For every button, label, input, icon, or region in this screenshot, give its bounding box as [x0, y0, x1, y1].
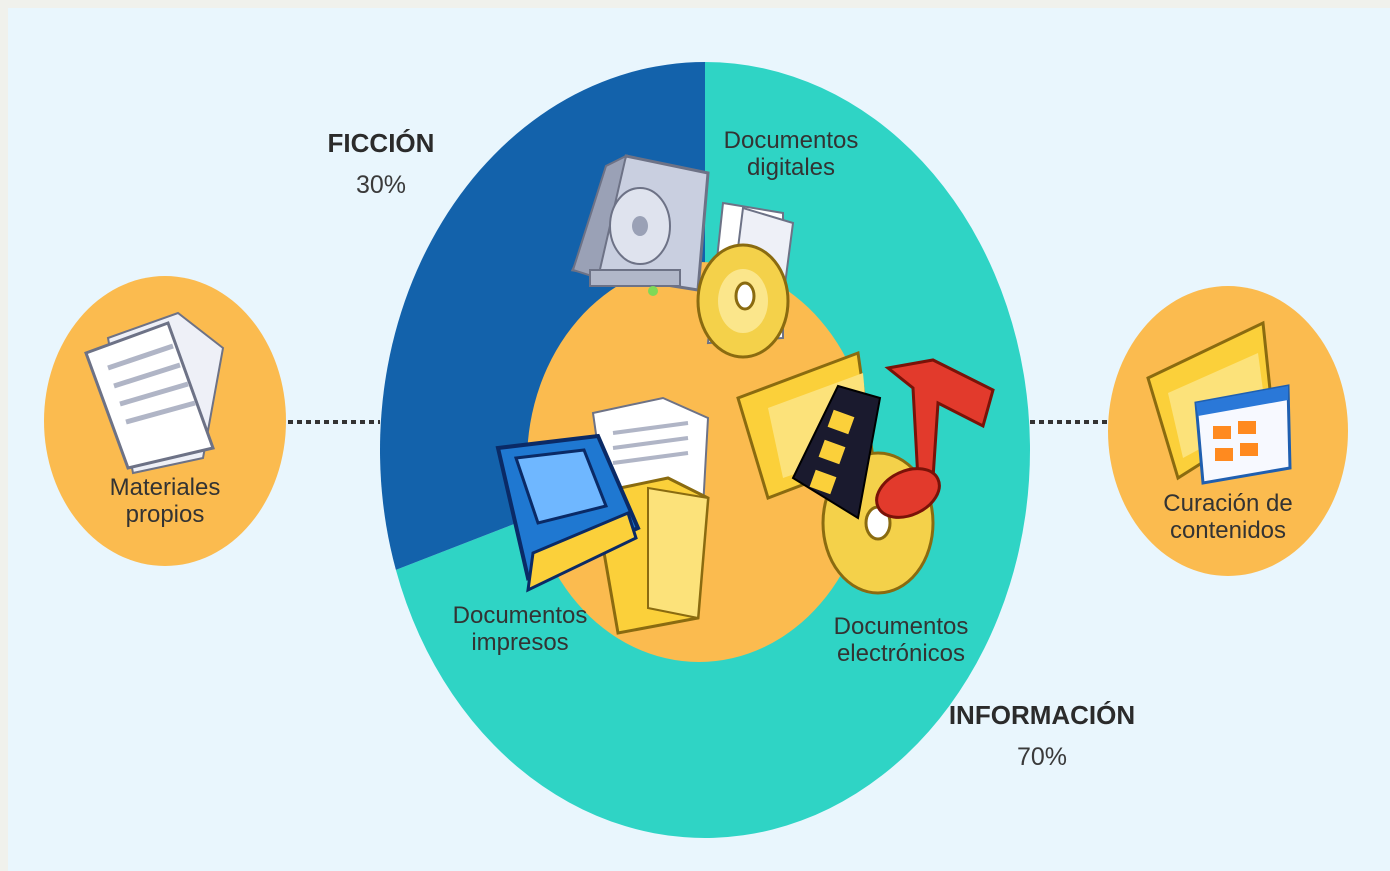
folder-app-icon: [1146, 320, 1292, 485]
disc-icon: [696, 243, 790, 359]
category-ficcion-percent: 30%: [355, 171, 407, 199]
label-documentos-digitales: Documentos digitales: [723, 127, 859, 181]
diagram-canvas: FICCIÓN 30% INFORMACIÓN 70% Documentos d…: [8, 8, 1390, 871]
side-node-left-label: Materiales propios: [109, 474, 221, 528]
papers-icon: [84, 311, 225, 475]
category-ficcion-title: FICCIÓN: [327, 128, 435, 158]
category-informacion-percent: 70%: [1016, 743, 1068, 771]
side-node-right-label: Curación de contenidos: [1163, 490, 1293, 544]
label-documentos-impresos: Documentos impresos: [452, 602, 588, 656]
music-note-icon: [875, 358, 995, 519]
film-strip-icon: [791, 384, 882, 520]
book-icon: [495, 433, 641, 593]
label-documentos-electronicos: Documentos electrónicos: [833, 613, 969, 667]
category-informacion-title: INFORMACIÓN: [948, 700, 1136, 730]
diagram-graphic: [44, 62, 1348, 839]
